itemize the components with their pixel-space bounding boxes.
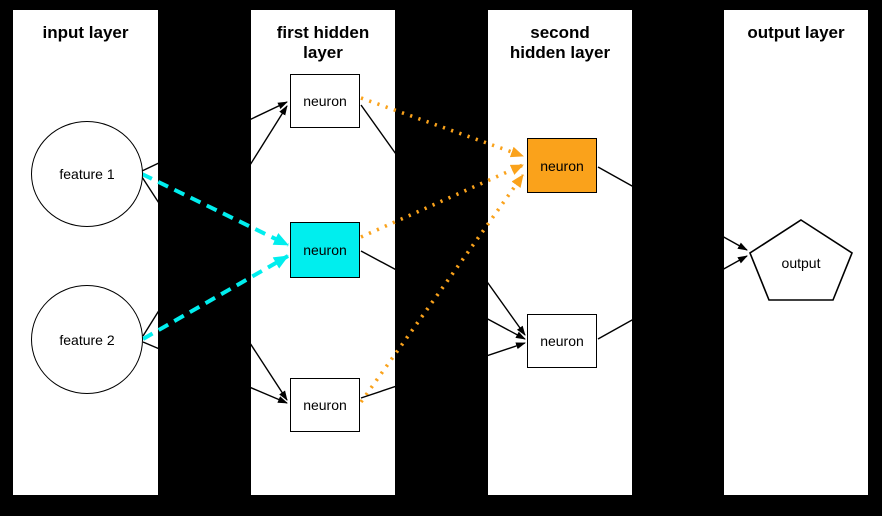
edge-h1n3-to-h2n1 — [359, 173, 525, 404]
edge-feature2-to-h1n3 — [142, 341, 288, 404]
node-feature-2: feature 2 — [31, 285, 143, 394]
edge-feature1-to-h1n2 — [141, 172, 289, 247]
edge-h1n2-to-h2n2 — [360, 250, 526, 340]
node-feature-2-label: feature 2 — [59, 331, 115, 348]
node-hidden2-neuron-1-label: neuron — [540, 157, 584, 174]
node-hidden1-neuron-3-label: neuron — [303, 397, 347, 413]
node-hidden1-neuron-2-label: neuron — [303, 242, 347, 258]
edge-h1n2-to-h2n1 — [360, 163, 524, 239]
node-hidden2-neuron-2-label: neuron — [540, 333, 584, 349]
panel-second-hidden-layer: second hidden layer — [488, 10, 632, 495]
edge-h1n1-to-h2n1 — [360, 96, 524, 158]
output-layer-title: output layer — [747, 23, 845, 42]
node-hidden1-neuron-2-highlighted-cyan: neuron — [290, 222, 360, 278]
edge-h2n2-to-out1 — [597, 255, 748, 340]
edge-h1n1-to-h2n2 — [360, 104, 526, 336]
first-hidden-layer-title: first hidden layer — [276, 23, 370, 63]
edge-feature1-to-h1n1 — [141, 101, 288, 172]
node-feature-1-label: feature 1 — [59, 166, 115, 182]
edge-h2n1-to-out1 — [597, 166, 748, 251]
node-output: output — [745, 213, 857, 305]
node-output-label: output — [781, 255, 821, 271]
panel-input-layer: input layer — [13, 10, 158, 495]
node-hidden2-neuron-2: neuron — [527, 314, 597, 368]
node-hidden2-neuron-1-highlighted-orange: neuron — [527, 138, 597, 193]
edge-h1n3-to-h2n2 — [360, 342, 526, 399]
node-hidden1-neuron-1: neuron — [290, 74, 360, 128]
input-layer-title: input layer — [42, 23, 129, 42]
edge-feature2-to-h1n1 — [142, 105, 288, 337]
edge-feature2-to-h1n2 — [142, 254, 289, 341]
node-hidden1-neuron-3: neuron — [290, 378, 360, 432]
node-feature-1: feature 1 — [31, 121, 143, 227]
pentagon-shape — [749, 219, 853, 301]
node-hidden1-neuron-1-label: neuron — [303, 93, 347, 109]
edge-feature1-to-h1n3 — [141, 176, 288, 401]
second-hidden-layer-title: second hidden layer — [509, 23, 611, 63]
